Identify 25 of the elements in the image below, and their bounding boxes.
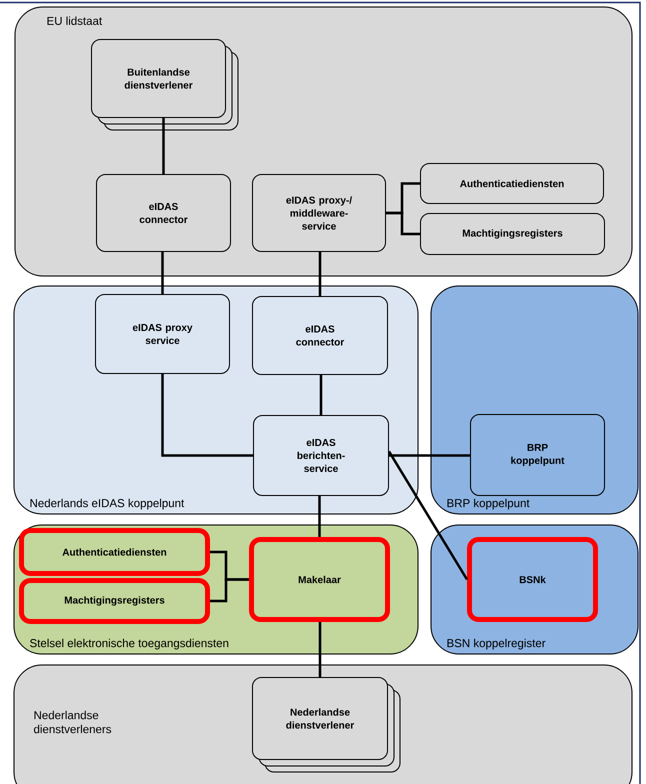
connector-line (318, 252, 322, 296)
connector-line (318, 496, 321, 537)
process-box: Authenticatiediensten (420, 163, 604, 204)
connector-line (386, 212, 420, 236)
stacked-box: Nederlandse dienstverlener (252, 677, 400, 772)
connector-line (161, 252, 164, 294)
process-box: Machtigingsregisters (420, 213, 605, 255)
process-box: eIDAS berichten- service (253, 415, 389, 496)
process-box: BSNk (467, 537, 598, 622)
connector-line (389, 454, 470, 457)
process-box: eIDAS connector (252, 296, 388, 375)
connector-line (388, 450, 468, 580)
connector-line (320, 375, 322, 415)
process-box: Machtigingsregisters (19, 578, 210, 624)
process-box: eIDAS connector (96, 174, 231, 252)
process-box: BRP koppelpunt (470, 414, 605, 496)
process-box: eIDAS proxy-/ middleware- service (252, 174, 386, 252)
stacked-box: Buitenlandse dienstverlener (91, 39, 238, 130)
connector-line (162, 118, 165, 174)
process-box: Makelaar (249, 537, 390, 622)
process-box: Authenticatiediensten (19, 528, 210, 576)
connector-line (318, 622, 322, 677)
connector-line (161, 374, 253, 457)
connector-line (210, 578, 249, 602)
process-box: eIDAS proxy service (95, 294, 230, 374)
